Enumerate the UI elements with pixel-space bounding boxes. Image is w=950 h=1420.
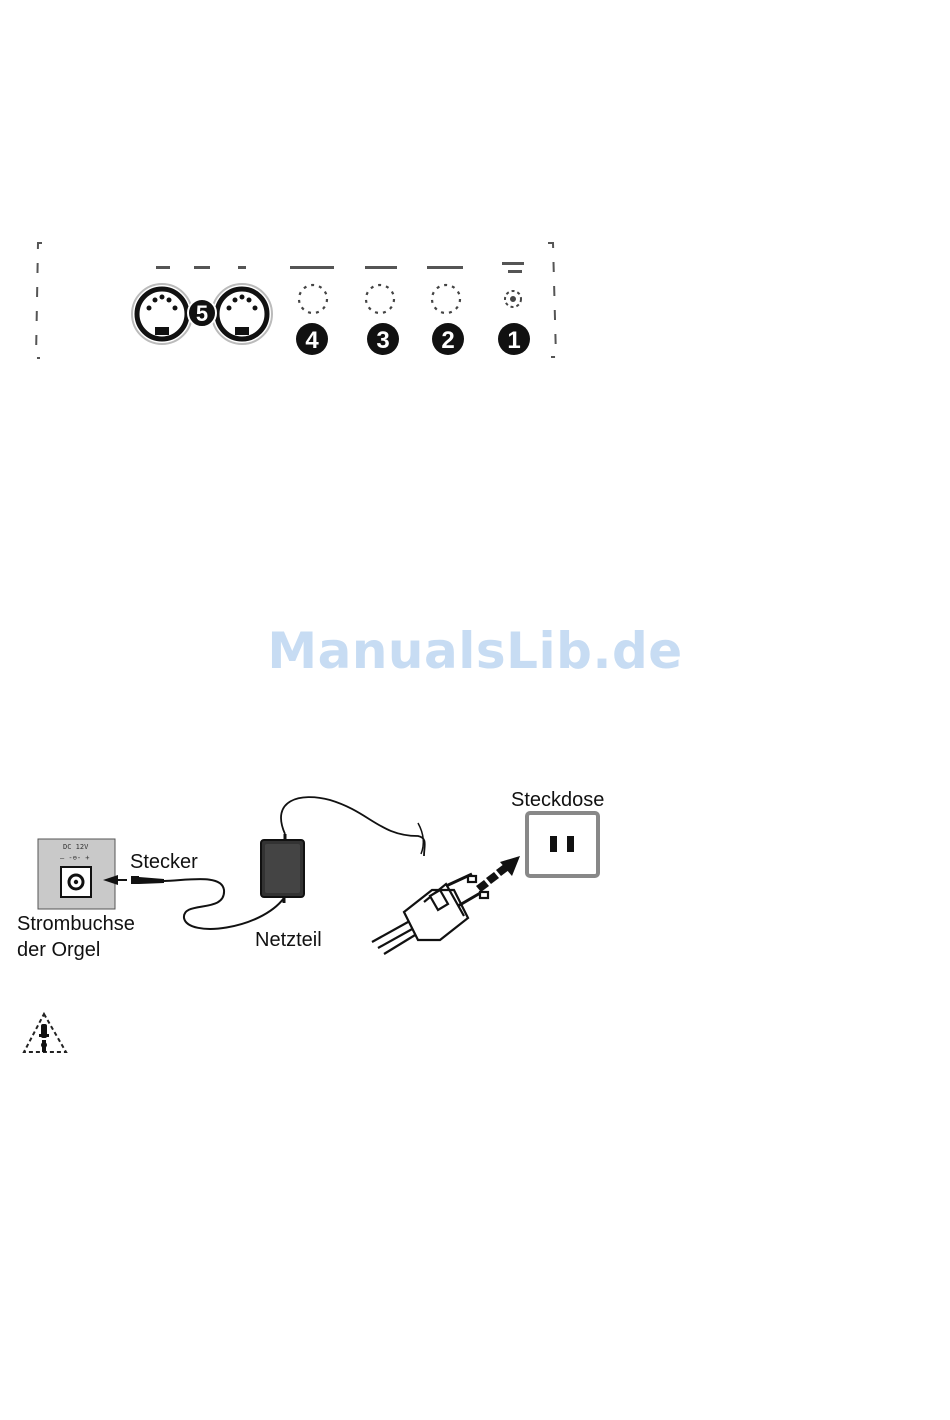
din-socket-icon: [212, 284, 272, 344]
jack-socket-icon: [505, 291, 521, 307]
power-connection-diagram: DC 12V – -⊖- +: [0, 780, 950, 1040]
svg-text:DC 12V: DC 12V: [63, 843, 89, 851]
rear-panel-diagram: 5 4 3 2 1: [0, 0, 950, 420]
jack-socket-icon: [299, 285, 327, 313]
svg-text:3: 3: [376, 327, 389, 354]
svg-text:2: 2: [441, 327, 454, 354]
socket-label: Steckdose: [511, 790, 604, 810]
number-badge-2: 2: [432, 323, 464, 355]
number-badge-5: 5: [188, 299, 216, 327]
svg-text:4: 4: [305, 327, 319, 354]
jack-socket-icon: [432, 285, 460, 313]
number-badge-4: 4: [296, 323, 328, 355]
plug-label: Stecker: [130, 852, 198, 872]
power-adapter-icon: [261, 834, 304, 903]
mains-plug-icon: [372, 874, 488, 954]
number-badge-1: 1: [498, 323, 530, 355]
number-badge-3: 3: [367, 323, 399, 355]
jack-socket-icon: [366, 285, 394, 313]
jack-socket-icon: DC 12V – -⊖- +: [38, 839, 115, 909]
svg-text:5: 5: [196, 301, 208, 326]
caution-triangle-icon: [22, 1012, 70, 1056]
wall-outlet-icon: [527, 813, 598, 876]
watermark: ManualsLib.de: [0, 626, 950, 676]
din-socket-icon: [132, 284, 192, 344]
svg-text:– -⊖- +: – -⊖- +: [60, 854, 90, 862]
svg-text:1: 1: [507, 327, 520, 354]
jack-label-line2: der Orgel: [17, 940, 100, 960]
jack-label-line1: Strombuchse: [17, 914, 135, 934]
adapter-label: Netzteil: [255, 930, 322, 950]
